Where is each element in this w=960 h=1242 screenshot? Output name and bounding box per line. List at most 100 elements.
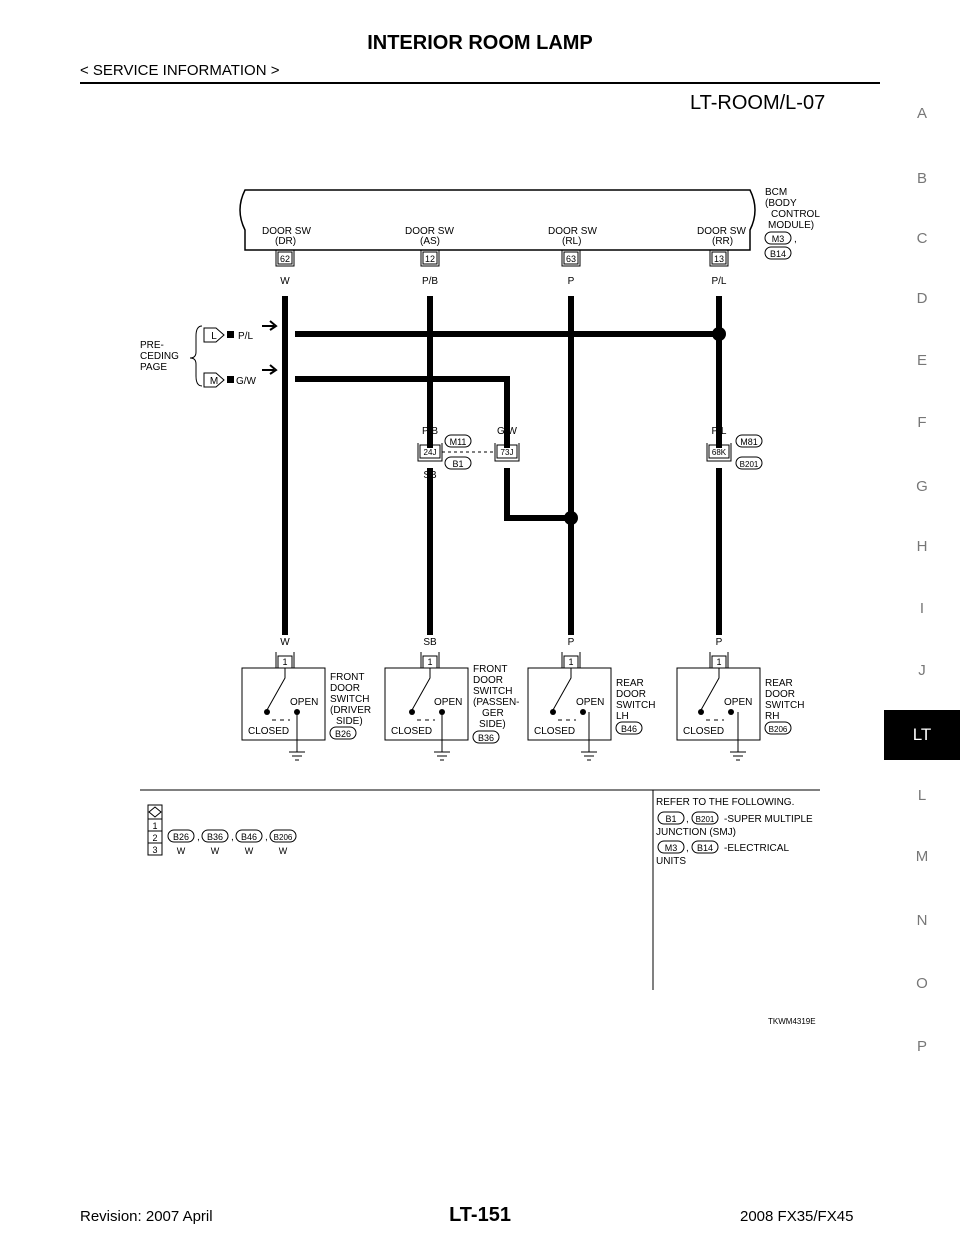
junction-right-top-wire: P/L — [711, 426, 726, 437]
section-index-lt[interactable]: LT — [884, 710, 960, 760]
section-index-o[interactable]: O — [916, 975, 928, 992]
table-color-b46: W — [245, 846, 254, 856]
junction-bottom-wire-p: P — [504, 470, 511, 481]
switch-name-3: (PASSEN- — [473, 697, 520, 708]
switch-name-2: SWITCH — [616, 700, 655, 711]
section-index-b[interactable]: B — [916, 170, 927, 187]
connector-m-pin — [227, 376, 234, 383]
junction-terminal-68k-label: 68K — [712, 448, 727, 457]
switch-name-1: DOOR — [765, 689, 795, 700]
switch-connector: B26 — [335, 729, 351, 739]
switch-connector: B36 — [478, 733, 494, 743]
bcm-terminal-63-label: 63 — [566, 254, 576, 264]
connector-table — [147, 804, 163, 856]
switch-name-1: DOOR — [330, 683, 360, 694]
refer-comma-0: , — [686, 814, 689, 825]
footer-revision: Revision: 2007 April — [80, 1208, 213, 1225]
bcm-terminal-63 — [561, 250, 581, 267]
switch-name-3: RH — [765, 711, 779, 722]
section-index-a[interactable]: A — [916, 105, 927, 122]
preceding-label-0: PRE- — [140, 340, 164, 351]
door-sw-pos-as: (AS) — [420, 236, 440, 247]
figure-code: TKWM4319E — [768, 1017, 816, 1026]
wiring-diagram: BCM (BODY CONTROL MODULE) M3 , B14 DOOR … — [140, 187, 820, 1026]
refer-badge-b14 — [691, 840, 719, 854]
junction-connector-m11: M11 — [450, 437, 467, 447]
preceding-label-1: CEDING — [140, 351, 179, 362]
junction-right-bottom-wire: P — [716, 470, 723, 481]
refer-item-1-line1: -ELECTRICAL — [724, 843, 789, 854]
wire-harness — [282, 296, 722, 635]
junction-connector-b201: B201 — [740, 460, 759, 469]
table-color-b36: W — [211, 846, 220, 856]
bcm-connector-comma: , — [794, 234, 797, 245]
junction-connector-m81: M81 — [740, 437, 758, 447]
table-separator-0: , — [197, 832, 200, 843]
table-separator-1: , — [231, 832, 234, 843]
switch-open-label: OPEN — [290, 697, 318, 708]
section-index-c[interactable]: C — [916, 230, 928, 247]
preceding-label-2: PAGE — [140, 362, 167, 373]
section-index-n[interactable]: N — [916, 912, 928, 929]
diagram-code: LT-ROOM/L-07 — [690, 92, 826, 114]
bcm-terminal-12 — [420, 250, 440, 267]
table-connector-b36: B36 — [207, 832, 223, 842]
junction-top-wire-pb: P/B — [422, 426, 438, 437]
section-index-d[interactable]: D — [916, 290, 928, 307]
table-row-2: 2 — [152, 833, 157, 843]
switch-connector: B46 — [621, 724, 637, 734]
switch-open-label: OPEN — [724, 697, 752, 708]
table-separator-2: , — [265, 832, 268, 843]
input-wire-pl: P/L — [238, 331, 253, 342]
section-index: A B C D E F G H I J LT L M N O P — [884, 0, 960, 1242]
junction-connector-badge-b201 — [735, 456, 763, 470]
door-sw-pos-rr: (RR) — [712, 236, 733, 247]
switch-closed-label: CLOSED — [391, 726, 432, 737]
switch-open-label: OPEN — [576, 697, 604, 708]
table-connector-badge-b36 — [201, 829, 229, 843]
switch-front-passenger: SB 1 OPEN CLOSED FRONT DOOR SWITCH (PASS… — [384, 637, 520, 761]
table-connector-b26: B26 — [173, 832, 189, 842]
bcm-box-outline — [239, 189, 756, 251]
section-index-j[interactable]: J — [918, 662, 926, 679]
switch-name-0: FRONT — [330, 672, 364, 683]
switch-name-4: SIDE) — [336, 716, 363, 727]
footer-page-number: LT-151 — [449, 1204, 511, 1226]
junction-terminal-73j-label: 73J — [501, 448, 514, 457]
switch-rear-lh: P 1 OPEN CLOSED REAR DOOR SWITCH LH B46 — [527, 637, 655, 761]
switch-closed-label: CLOSED — [683, 726, 724, 737]
bcm-terminal-13 — [709, 250, 729, 267]
section-index-f[interactable]: F — [917, 414, 927, 431]
section-index-i[interactable]: I — [919, 600, 925, 617]
page-flag-arrowhead-m — [269, 364, 278, 375]
section-index-p[interactable]: P — [916, 1038, 927, 1055]
table-connector-b46: B46 — [241, 832, 257, 842]
bcm-terminal-12-label: 12 — [425, 254, 435, 264]
bcm-name-line-2: CONTROL — [771, 209, 820, 220]
switch-wire-label: W — [280, 637, 290, 648]
switch-name-3: LH — [616, 711, 629, 722]
section-index-e[interactable]: E — [916, 352, 927, 369]
switch-name-0: REAR — [616, 678, 644, 689]
switch-name-3: (DRIVER — [330, 705, 371, 716]
section-index-h[interactable]: H — [916, 538, 928, 555]
connector-m-arrow — [203, 372, 225, 388]
table-color-b206: W — [279, 846, 288, 856]
switch-terminal-label: 1 — [427, 657, 432, 667]
connector-l-pin — [227, 331, 234, 338]
page-flag-arrowhead-l — [269, 320, 278, 331]
section-index-m[interactable]: M — [915, 848, 929, 865]
switch-closed-label: CLOSED — [534, 726, 575, 737]
refer-heading: REFER TO THE FOLLOWING. — [656, 797, 794, 808]
refer-badge-b201 — [691, 811, 719, 825]
bcm-connector-b14: B14 — [770, 249, 786, 259]
switch-open-label: OPEN — [434, 697, 462, 708]
junction-terminal-68k — [706, 443, 732, 462]
section-index-g[interactable]: G — [916, 478, 928, 495]
section-index-l[interactable]: L — [917, 787, 927, 804]
refer-badge-b1 — [657, 811, 685, 825]
splice-p — [564, 511, 578, 525]
junction-connector-badge-m81 — [735, 434, 763, 448]
switch-name-2: SWITCH — [330, 694, 369, 705]
bcm-terminal-62 — [275, 250, 295, 267]
